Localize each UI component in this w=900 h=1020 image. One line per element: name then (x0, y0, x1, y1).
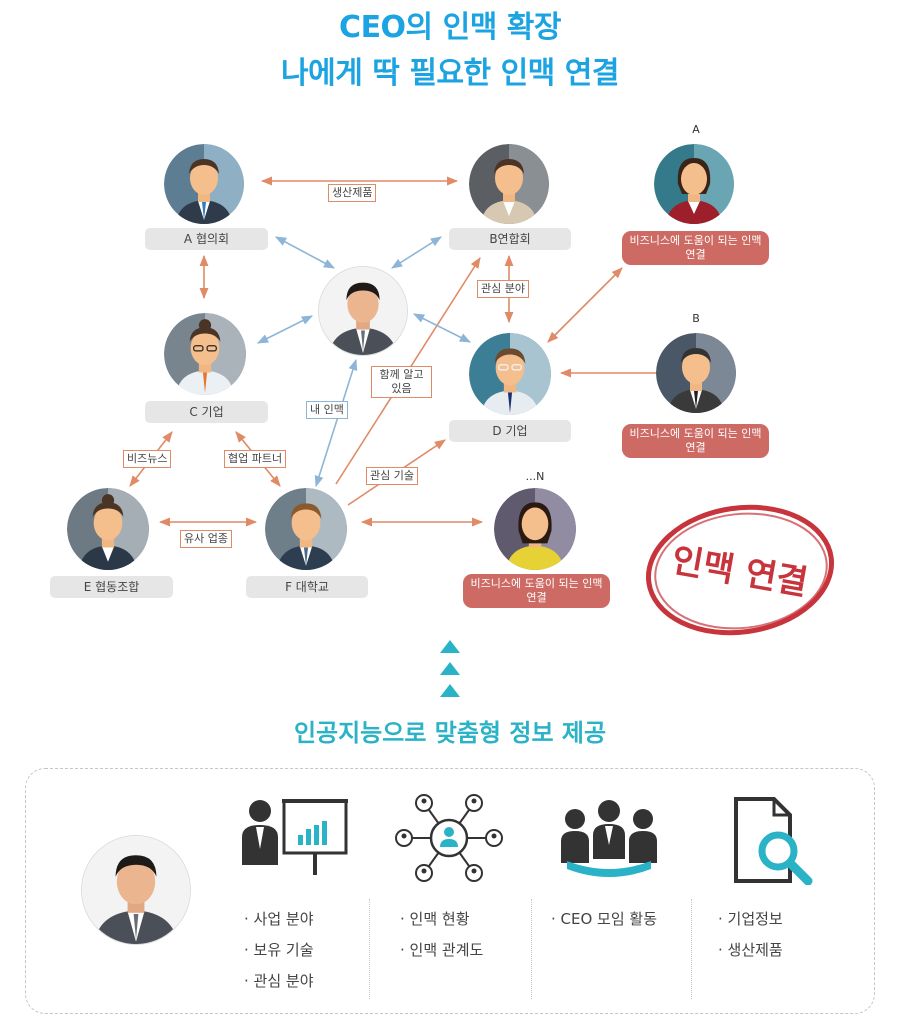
avatar-d (469, 333, 551, 415)
node-label-b: B연합회 (449, 228, 571, 250)
feature-list-2: · 인맥 현황 · 인맥 관계도 (400, 904, 483, 966)
edge-label-ceo-f: 내 인맥 (306, 401, 348, 419)
subtitle: 인공지능으로 맞춤형 정보 제공 (293, 719, 607, 747)
title-line-2: 나에게 딱 필요한 인맥 연결 (281, 56, 619, 91)
node-label-f: F 대학교 (246, 576, 368, 598)
edge-label-e-f: 유사 업종 (180, 530, 232, 548)
person-icon (656, 333, 736, 413)
person-icon (494, 488, 576, 570)
list-item: · 보유 기술 (244, 941, 314, 959)
node-label-a: A 협의회 (145, 228, 268, 250)
feature-list-1: · 사업 분야 · 보유 기술 · 관심 분야 (244, 904, 314, 997)
node-label-c: C 기업 (145, 401, 268, 423)
person-icon (469, 144, 549, 224)
edge-label-b-d: 관심 분야 (477, 280, 529, 298)
link-ceo-c (256, 315, 314, 344)
list-item: · 인맥 관계도 (400, 941, 484, 959)
avatar-recommend-b (656, 333, 736, 413)
feature-panel: · 사업 분야 · 보유 기술 · 관심 분야 · 인맥 현황 · 인맥 관계도 (25, 768, 875, 1014)
recommend-pill-a: 비즈니스에 도움이 되는 인맥 연결 (622, 231, 769, 265)
corner-label-n: ...N (525, 470, 545, 483)
person-icon (67, 488, 149, 570)
list-item: · 기업정보 (718, 910, 783, 928)
feature-list-3: · CEO 모임 활동 (551, 904, 657, 935)
presentation-icon (242, 799, 348, 875)
ceo-photo-icon (319, 267, 407, 355)
title-line-1: CEO의 인맥 확장 (339, 10, 561, 45)
edge-label-a-b: 생산제품 (328, 184, 377, 202)
recommend-pill-b: 비즈니스에 도움이 되는 인맥 연결 (622, 424, 769, 458)
divider (531, 899, 532, 999)
avatar-b (469, 144, 549, 224)
list-item: · 인맥 현황 (400, 910, 470, 928)
avatar-recommend-n (494, 488, 576, 570)
edge-label-c-f: 협업 파트너 (224, 450, 287, 468)
link-ceo-d (412, 313, 472, 343)
avatar-c (164, 313, 246, 395)
ceo-photo-icon (82, 836, 190, 944)
node-label-e: E 협동조합 (50, 576, 173, 598)
up-arrows-icon (440, 640, 460, 697)
meeting-group-icon (561, 800, 657, 877)
edge-label-c-e: 비즈뉴스 (123, 450, 172, 468)
corner-label-b: B (692, 312, 700, 325)
avatar-e (67, 488, 149, 570)
divider (691, 899, 692, 999)
edge-label-f-d: 관심 기술 (366, 467, 418, 485)
avatar-a (164, 144, 244, 224)
person-icon (654, 144, 734, 224)
stamp-text: 인맥 연결 (669, 540, 811, 603)
link-ceo-a (275, 236, 335, 269)
list-item: · CEO 모임 활동 (551, 910, 658, 928)
network-icon (395, 794, 503, 882)
link-d-a-person (547, 267, 623, 343)
person-icon (469, 333, 551, 415)
corner-label-a: A (692, 123, 700, 136)
ceo-avatar (81, 835, 191, 945)
node-label-d: D 기업 (449, 420, 571, 442)
list-item: · 관심 분야 (244, 972, 314, 990)
document-search-icon (734, 797, 813, 885)
link-ceo-b (391, 236, 442, 269)
person-icon (164, 313, 246, 395)
list-item: · 생산제품 (718, 941, 783, 959)
recommend-pill-n: 비즈니스에 도움이 되는 인맥 연결 (463, 574, 610, 608)
person-icon (265, 488, 347, 570)
person-icon (164, 144, 244, 224)
avatar-ceo (318, 266, 408, 356)
avatar-recommend-a (654, 144, 734, 224)
divider (369, 899, 370, 999)
link-ceo-f (314, 358, 358, 488)
stamp-seal: 인맥 연결 (645, 504, 835, 636)
feature-list-4: · 기업정보 · 생산제품 (718, 904, 783, 966)
edge-label-f-b: 함께 알고있음 (371, 366, 432, 398)
list-item: · 사업 분야 (244, 910, 314, 928)
avatar-f (265, 488, 347, 570)
